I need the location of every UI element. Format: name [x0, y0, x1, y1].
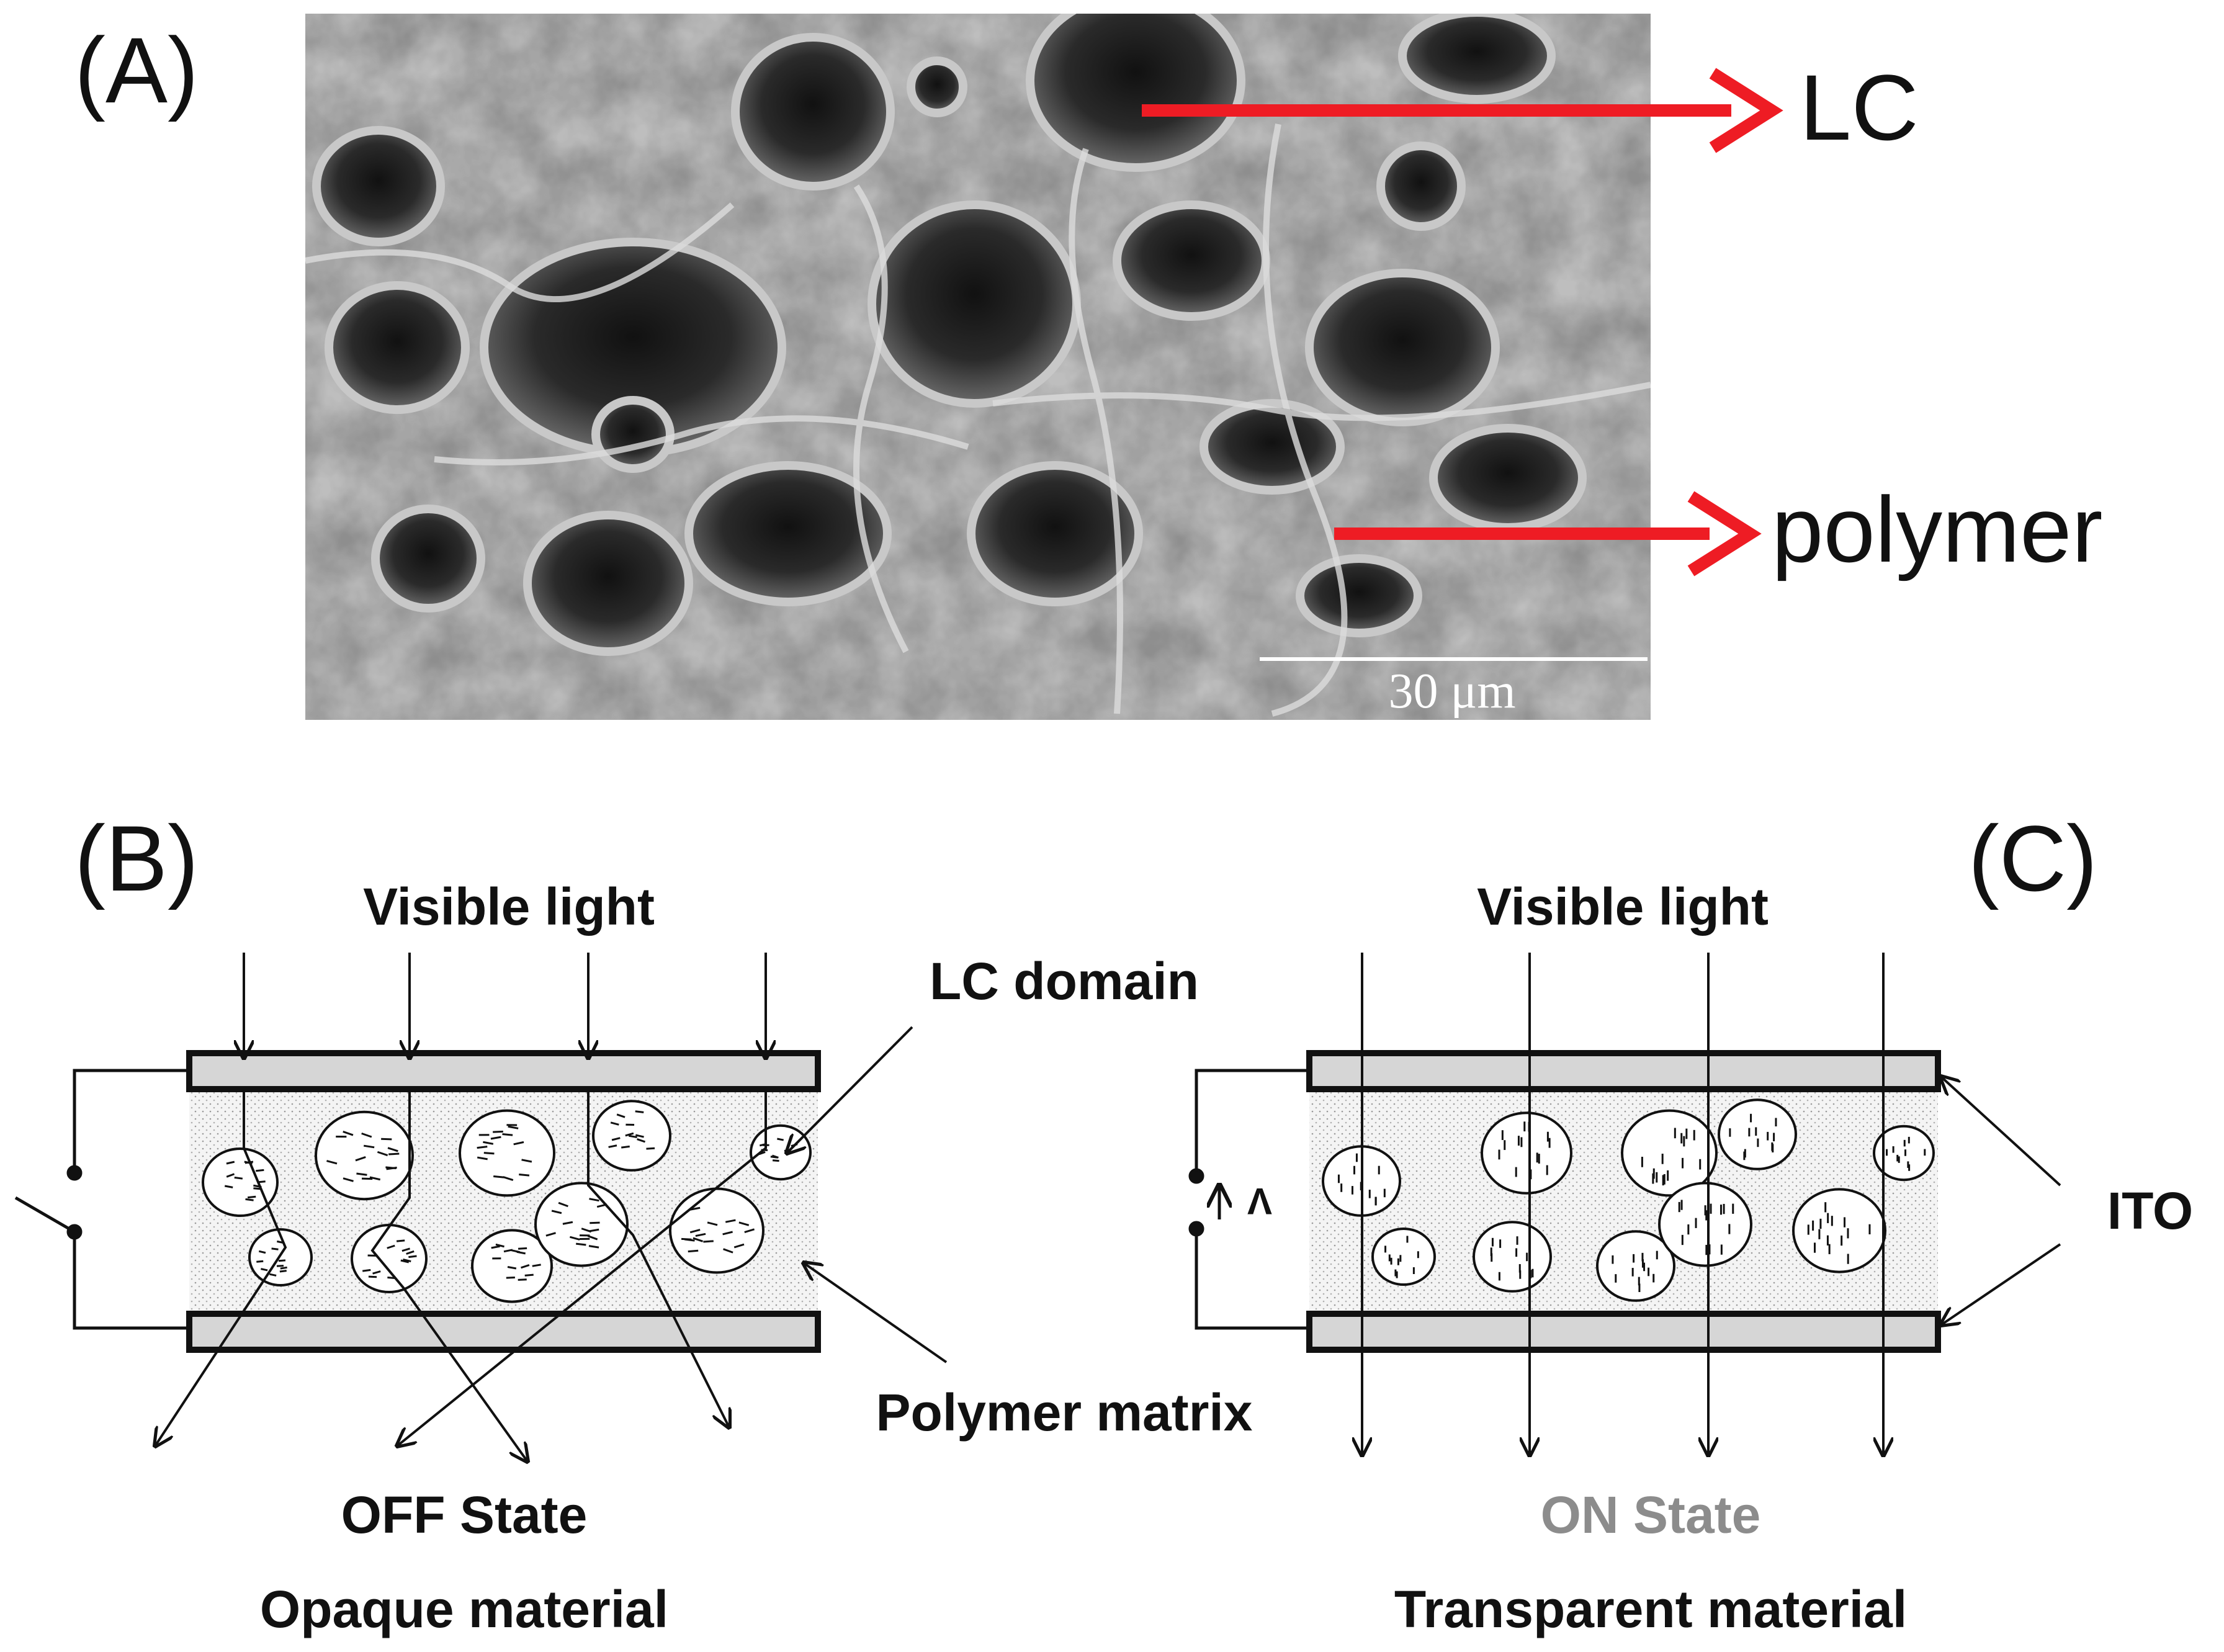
panel-b-scattered-rays [155, 1089, 767, 1461]
panel-b-polymer-pointer [804, 1263, 948, 1363]
lc-droplet [351, 1224, 428, 1293]
panel-c-state-label: ON State [1541, 1486, 1761, 1544]
panel-b-bottom-electrode [186, 1311, 821, 1353]
panel-b-cell [186, 1050, 821, 1353]
lc-droplet [1621, 1109, 1718, 1197]
lc-droplet [592, 1100, 671, 1172]
panel-c-material-label: Transparent material [1394, 1580, 1907, 1638]
lc-droplet [1473, 1221, 1552, 1293]
lc-droplet [1792, 1188, 1886, 1273]
panel-b-lc-domain-pointer [787, 1026, 913, 1153]
panel-c-top-electrode [1306, 1050, 1941, 1092]
sem-micrograph: 30 μm [305, 14, 1651, 720]
panel-c-label: (C) [1968, 806, 2097, 910]
panel-c-light-rays [1362, 953, 1883, 1455]
lc-droplet [459, 1109, 555, 1197]
panel-b-circuit [14, 1069, 189, 1330]
panel-c-circuit [1188, 1069, 1309, 1330]
panel-c-ito-pointer-top [1941, 1077, 2061, 1187]
lc-droplet [1371, 1228, 1436, 1286]
panel-c-visible-light: Visible light [1477, 878, 1769, 936]
lc-arrow [1142, 68, 1783, 153]
lc-droplet [1658, 1182, 1752, 1267]
lc-droplet [248, 1228, 313, 1286]
panel-c-bottom-electrode [1306, 1311, 1941, 1353]
panel-b: (B) Visible light [14, 806, 1253, 1638]
panel-a-label: (A) [74, 18, 199, 122]
panel-c: (C) Visible light V ITO ON S [1188, 806, 2193, 1638]
lc-droplet [1873, 1125, 1935, 1182]
panel-c-cell [1306, 1050, 1941, 1353]
panel-b-lc-domains [202, 1100, 812, 1303]
lc-droplet [534, 1182, 629, 1267]
lc-droplet [471, 1229, 553, 1303]
lc-droplet [1596, 1230, 1675, 1302]
panel-c-voltage-label: V [1247, 1180, 1272, 1222]
panel-b-top-electrode [186, 1050, 821, 1092]
panel-b-lc-domain-callout: LC domain [930, 952, 1199, 1010]
panel-c-ito-callout: ITO [2107, 1182, 2193, 1240]
lc-droplet [202, 1147, 279, 1217]
panel-b-polymer-matrix-callout: Polymer matrix [876, 1383, 1253, 1442]
panel-c-ito-pointer-bottom [1941, 1243, 2061, 1325]
polymer-arrow [1334, 491, 1762, 577]
panel-c-lc-domains [1322, 1098, 1935, 1302]
lc-droplet [315, 1110, 414, 1201]
panel-b-label: (B) [74, 806, 199, 910]
lc-droplet [1481, 1111, 1572, 1195]
panel-b-visible-light: Visible light [363, 878, 655, 936]
lc-droplet [1718, 1098, 1797, 1170]
scale-bar-label: 30 μm [1388, 664, 1515, 719]
panel-a: (A) [74, 14, 2103, 720]
panel-b-state-label: OFF State [341, 1486, 588, 1544]
lc-droplet [669, 1187, 764, 1274]
polymer-label: polymer [1772, 477, 2103, 581]
panel-b-material-label: Opaque material [260, 1580, 668, 1638]
lc-label: LC [1800, 55, 1919, 159]
panel-b-light-rays [244, 953, 766, 1058]
